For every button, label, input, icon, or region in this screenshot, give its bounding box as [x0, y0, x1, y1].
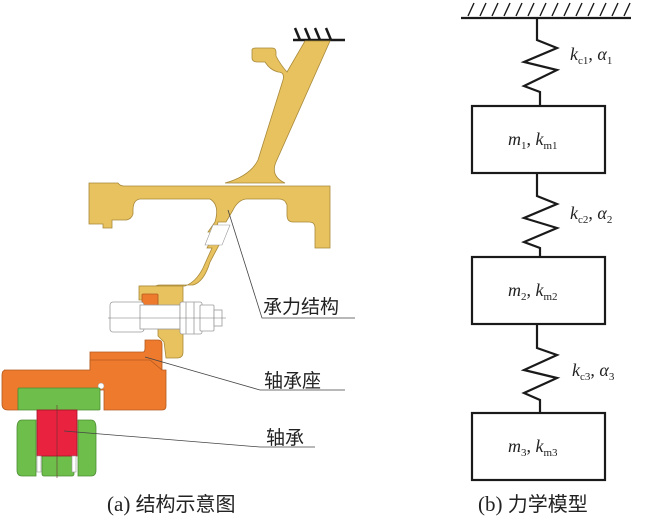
mass-3-m: m: [508, 436, 521, 456]
caption-a: (a) 结构示意图: [107, 488, 236, 517]
mass-3-k-sub: m3: [543, 447, 558, 459]
mass-1-k: k: [535, 129, 544, 149]
spring-1-icon: [520, 18, 561, 106]
spring-2-alpha: α: [597, 203, 607, 223]
mass-2-k-sub: m2: [543, 291, 558, 303]
spring-2-alpha-sub: 2: [606, 214, 613, 226]
section-cut: [204, 224, 231, 246]
mass-2-box: [470, 255, 607, 326]
mass-2-m-sub: 2: [521, 291, 527, 303]
mass-2-m: m: [508, 280, 521, 300]
spring-3-icon: [520, 324, 561, 413]
mass-1-box: [470, 104, 607, 175]
spring-1-label: kc1, α1: [570, 44, 613, 67]
bearing-rollers: [36, 455, 77, 473]
spring-3-alpha-sub: 3: [608, 371, 615, 383]
bearing-outer-shape: [16, 387, 101, 477]
fixed-support-icon: [293, 27, 345, 42]
mass-1-label: m1, km1: [508, 129, 558, 152]
caption-b-prefix: (b): [478, 492, 503, 516]
label-bearing: 轴承: [266, 427, 305, 449]
panel-a-structure: [1, 27, 355, 478]
spring-2-k: k: [570, 203, 578, 223]
caption-a-prefix: (a): [107, 492, 131, 516]
spring-3-k-sub: c3: [580, 371, 591, 383]
panel-b-model: [461, 2, 631, 482]
housing-notch: [97, 382, 105, 390]
label-load-structure: 承力结构: [263, 296, 340, 318]
spring-2-k-sub: c2: [578, 214, 589, 226]
mass-1-m-sub: 1: [521, 140, 527, 152]
label-bearing-housing: 轴承座: [264, 370, 322, 392]
mass-3-m-sub: 3: [521, 447, 527, 459]
spring-2-label: kc2, α2: [570, 203, 613, 226]
caption-a-text: 结构示意图: [135, 492, 236, 516]
ground-hatch-icon: [461, 2, 631, 20]
mass-2-label: m2, km2: [508, 280, 558, 303]
spring-1-alpha-sub: 1: [606, 55, 613, 67]
mass-1-k-sub: m1: [543, 140, 558, 152]
spring-1-k-sub: c1: [578, 55, 589, 67]
spring-3-k: k: [572, 360, 580, 380]
bearing-housing-shape: [1, 293, 167, 411]
spring-2-icon: [520, 173, 561, 257]
leader-lines: [63, 209, 355, 448]
caption-b-text: 力学模型: [507, 492, 588, 516]
mass-3-k: k: [535, 436, 544, 456]
mass-3-label: m3, km3: [508, 436, 558, 459]
mass-3-box: [470, 411, 607, 482]
mass-1-m: m: [508, 129, 521, 149]
spring-1-k: k: [570, 44, 578, 64]
caption-b: (b) 力学模型: [478, 488, 588, 517]
spring-1-alpha: α: [597, 44, 607, 64]
spring-3-alpha: α: [599, 360, 609, 380]
spring-3-label: kc3, α3: [572, 360, 615, 383]
mass-2-k: k: [535, 280, 544, 300]
